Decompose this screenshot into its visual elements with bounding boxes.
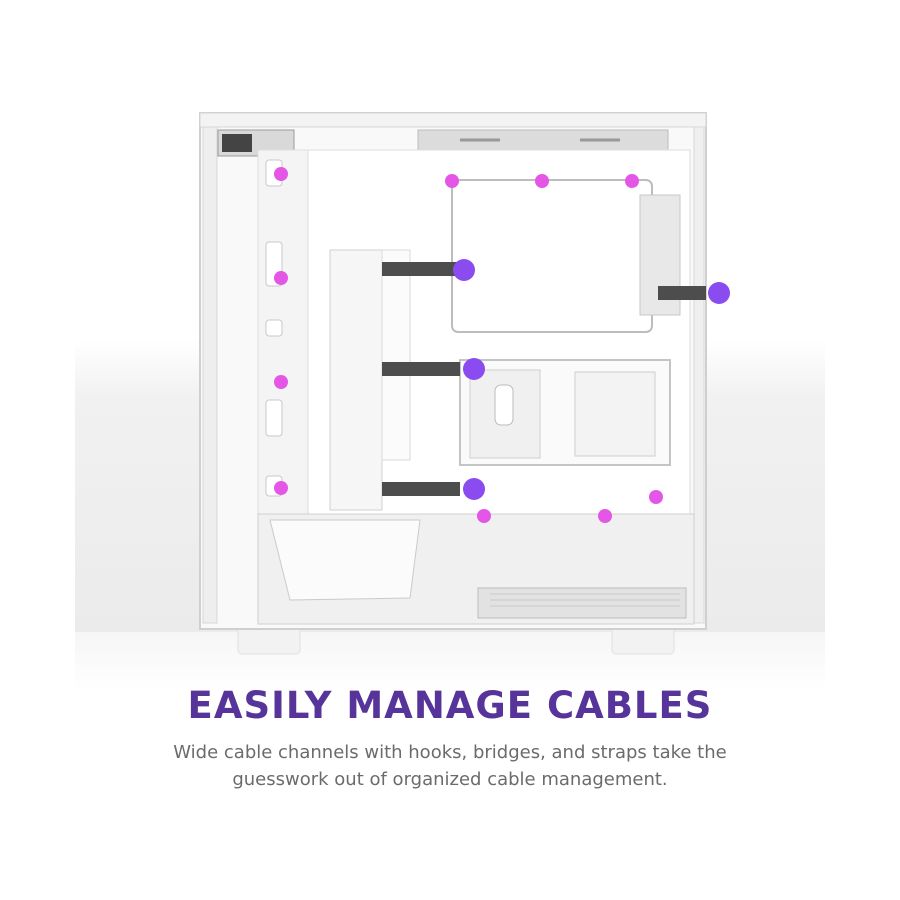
velcro-strap-3 <box>382 482 460 496</box>
floor-reflection <box>75 632 825 692</box>
velcro-strap-1 <box>382 262 460 276</box>
cable-hook-marker <box>477 509 491 523</box>
cable-hook-marker <box>274 167 288 181</box>
cpu-cutout <box>451 179 653 333</box>
cable-hook-marker <box>649 490 663 504</box>
velcro-strap-2 <box>382 362 460 376</box>
cable-strap-marker <box>463 358 485 380</box>
pc-case-illustration <box>199 112 730 655</box>
cable-hook-marker <box>625 174 639 188</box>
cable-hook-marker <box>274 271 288 285</box>
description-text: Wide cable channels with hooks, bridges,… <box>173 742 727 790</box>
headline: EASILY MANAGE CABLES <box>187 684 713 727</box>
case-top-rail <box>199 112 707 128</box>
case-foot-right <box>611 625 675 655</box>
cable-hook-marker <box>598 509 612 523</box>
cable-strap-marker <box>463 478 485 500</box>
cable-strap-marker <box>453 259 475 281</box>
cable-hook-marker <box>274 481 288 495</box>
cable-strap-marker <box>708 282 730 304</box>
cable-hook-marker <box>535 174 549 188</box>
cable-hook-marker <box>274 375 288 389</box>
top-vent <box>417 129 669 151</box>
case-foot-left <box>237 625 301 655</box>
case-rear-panel <box>693 126 705 624</box>
velcro-strap-4 <box>658 286 706 300</box>
cable-hook-marker <box>445 174 459 188</box>
central-riser <box>329 249 383 511</box>
case-front-panel <box>202 126 218 624</box>
